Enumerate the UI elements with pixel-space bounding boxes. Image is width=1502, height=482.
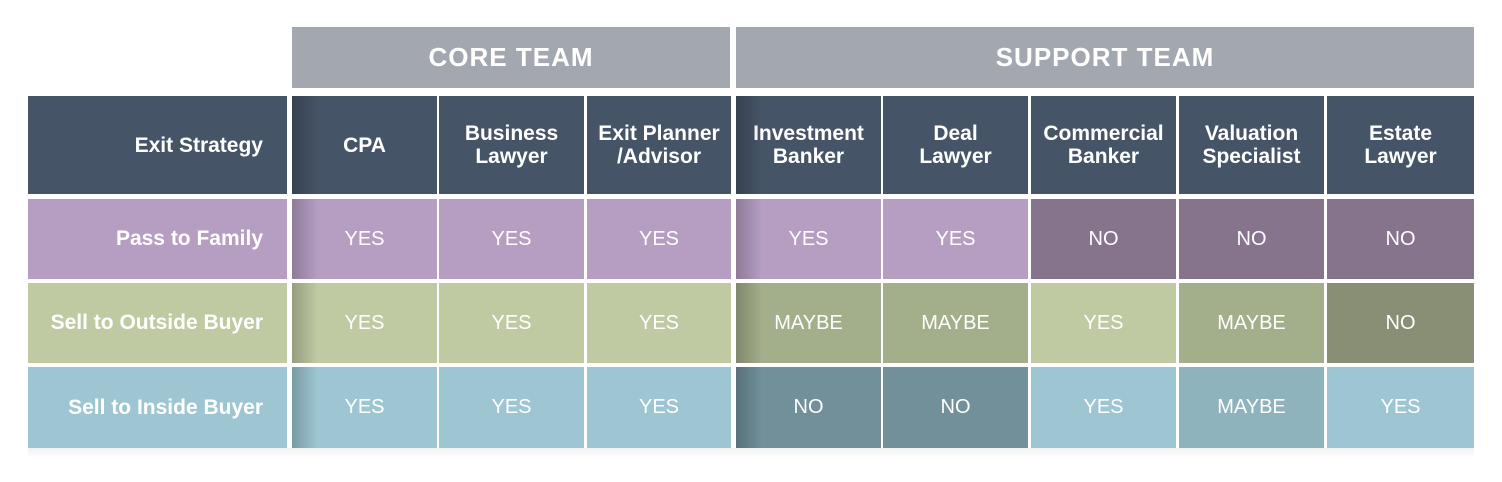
table-cell: MAYBE <box>1179 283 1324 363</box>
table-cell: YES <box>736 199 881 279</box>
column-header-estate-lawyer: Estate Lawyer <box>1327 96 1474 194</box>
column-header-label: Estate Lawyer <box>1364 122 1437 168</box>
table-cell: YES <box>439 283 584 363</box>
exit-strategy-header: Exit Strategy <box>28 96 287 194</box>
table-cell: NO <box>883 367 1028 448</box>
table-cell: YES <box>1327 367 1474 448</box>
table-cell: YES <box>587 283 731 363</box>
support-team-header: SUPPORT TEAM <box>736 27 1474 88</box>
column-header-label: Business Lawyer <box>464 122 559 168</box>
table-cell: NO <box>736 367 881 448</box>
table-shadow <box>28 448 1474 458</box>
table-cell: YES <box>587 199 731 279</box>
column-header-label: Valuation Specialist <box>1202 122 1301 168</box>
column-header-deal-lawyer: Deal Lawyer <box>883 96 1028 194</box>
table-cell: NO <box>1179 199 1324 279</box>
table-cell: MAYBE <box>883 283 1028 363</box>
column-header-label: Exit Planner /Advisor <box>598 122 720 168</box>
table-cell: NO <box>1327 199 1474 279</box>
table-cell: NO <box>1327 283 1474 363</box>
column-header-investment-banker: Investment Banker <box>736 96 881 194</box>
table-cell: NO <box>1031 199 1176 279</box>
table-cell: YES <box>587 367 731 448</box>
column-header-commercial-banker: Commercial Banker <box>1031 96 1176 194</box>
table-cell: YES <box>292 283 437 363</box>
column-header-business-lawyer: Business Lawyer <box>439 96 584 194</box>
table-cell: YES <box>883 199 1028 279</box>
table-cell: MAYBE <box>1179 367 1324 448</box>
column-header-label: CPA <box>343 133 386 157</box>
row-label-pass-to-family: Pass to Family <box>28 199 287 279</box>
row-label-sell-to-inside-buyer: Sell to Inside Buyer <box>28 367 287 448</box>
table-cell: YES <box>439 199 584 279</box>
row-label-sell-to-outside-buyer: Sell to Outside Buyer <box>28 283 287 363</box>
table-cell: YES <box>1031 367 1176 448</box>
table-cell: YES <box>292 367 437 448</box>
core-team-header: CORE TEAM <box>292 27 730 88</box>
column-header-label: Deal Lawyer <box>919 122 992 168</box>
table-cell: YES <box>439 367 584 448</box>
column-header-cpa: CPA <box>292 96 437 194</box>
column-header-exit-planner: Exit Planner /Advisor <box>587 96 731 194</box>
table-cell: MAYBE <box>736 283 881 363</box>
column-header-label: Investment Banker <box>753 122 864 168</box>
column-header-label: Commercial Banker <box>1043 122 1164 168</box>
table-cell: YES <box>292 199 437 279</box>
table-cell: YES <box>1031 283 1176 363</box>
column-header-valuation-specialist: Valuation Specialist <box>1179 96 1324 194</box>
